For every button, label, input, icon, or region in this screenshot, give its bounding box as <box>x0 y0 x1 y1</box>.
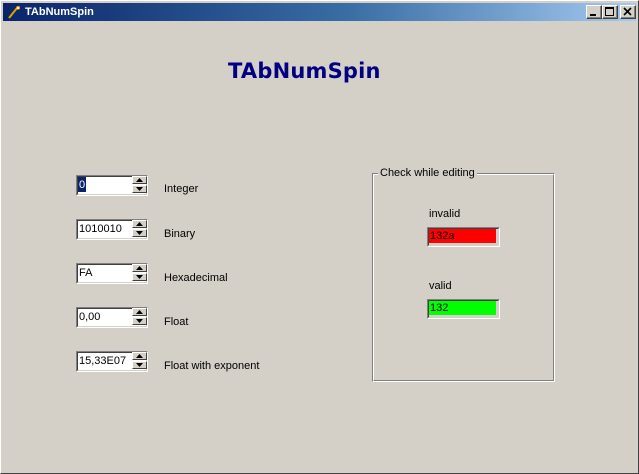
integer-input[interactable] <box>78 177 131 192</box>
page-title: TAbNumSpin <box>228 59 381 83</box>
float-exponent-label: Float with exponent <box>164 360 260 372</box>
binary-spin-buttons <box>132 220 147 237</box>
binary-spinner[interactable] <box>76 219 148 240</box>
binary-spin-down[interactable] <box>132 229 147 237</box>
arrow-up-icon <box>136 178 143 182</box>
float-exponent-spin-up[interactable] <box>132 352 147 360</box>
integer-label: Integer <box>164 183 199 195</box>
arrow-up-icon <box>136 266 143 270</box>
integer-spin-buttons <box>132 176 147 193</box>
check-while-editing-group <box>372 173 555 382</box>
arrow-down-icon <box>136 275 143 279</box>
arrow-up-icon <box>136 222 143 226</box>
spinner-app-icon[interactable] <box>6 4 22 20</box>
hexadecimal-label: Hexadecimal <box>164 272 228 284</box>
arrow-down-icon <box>136 319 143 323</box>
float-label: Float <box>164 316 189 328</box>
hexadecimal-spinner[interactable] <box>76 263 148 284</box>
binary-spin-up[interactable] <box>132 220 147 228</box>
float-exponent-spin-buttons <box>132 352 147 369</box>
hexadecimal-spin-buttons <box>132 264 147 281</box>
arrow-up-icon <box>136 310 143 314</box>
valid-field[interactable] <box>427 299 500 319</box>
title-bar[interactable]: TAbNumSpin <box>3 3 636 21</box>
integer-spinner[interactable] <box>76 175 148 196</box>
arrow-down-icon <box>136 187 143 191</box>
float-exponent-spin-down[interactable] <box>132 361 147 369</box>
hexadecimal-spin-up[interactable] <box>132 264 147 272</box>
invalid-field[interactable] <box>427 227 500 247</box>
minimize-icon <box>590 14 596 16</box>
minimize-button[interactable] <box>586 5 602 19</box>
hexadecimal-input[interactable] <box>78 265 131 280</box>
close-button[interactable] <box>620 5 636 19</box>
invalid-label: invalid <box>429 208 461 220</box>
group-title: Check while editing <box>378 167 477 179</box>
float-input[interactable] <box>78 309 131 324</box>
integer-spin-down[interactable] <box>132 185 147 193</box>
float-spinner[interactable] <box>76 307 148 328</box>
valid-label: valid <box>429 280 452 292</box>
float-exponent-input[interactable] <box>78 353 131 368</box>
valid-input[interactable] <box>429 301 496 315</box>
arrow-down-icon <box>136 231 143 235</box>
binary-input[interactable] <box>78 221 131 236</box>
maximize-icon <box>605 7 614 16</box>
arrow-up-icon <box>136 354 143 358</box>
float-spin-up[interactable] <box>132 308 147 316</box>
invalid-input[interactable] <box>429 229 496 243</box>
arrow-down-icon <box>136 363 143 367</box>
maximize-button[interactable] <box>602 5 618 19</box>
window-title: TAbNumSpin <box>25 6 94 18</box>
float-spin-down[interactable] <box>132 317 147 325</box>
float-spin-buttons <box>132 308 147 325</box>
integer-spin-up[interactable] <box>132 176 147 184</box>
hexadecimal-spin-down[interactable] <box>132 273 147 281</box>
binary-label: Binary <box>164 228 196 240</box>
float-exponent-spinner[interactable] <box>76 351 148 372</box>
close-icon <box>623 7 632 16</box>
